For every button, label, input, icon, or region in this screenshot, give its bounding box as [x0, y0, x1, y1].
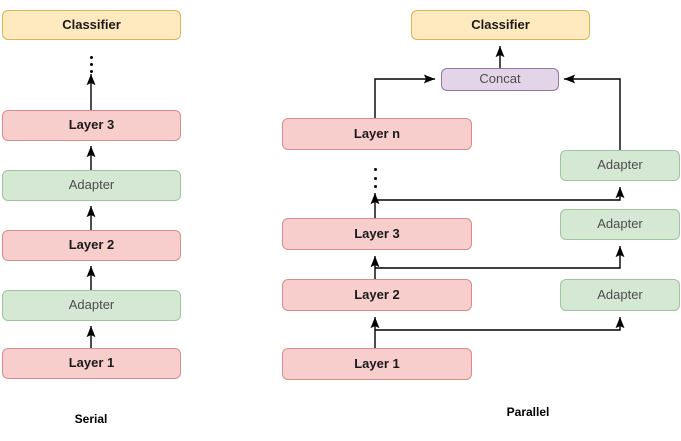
edge-parallel-layer1-adapter-bottom — [375, 317, 625, 331]
edge-parallel-adapter-concat — [564, 74, 621, 150]
serial-layer2-node[interactable]: Layer 2 — [2, 230, 181, 261]
serial-layer1-node[interactable]: Layer 1 — [2, 348, 181, 379]
parallel-layer2-node[interactable]: Layer 2 — [282, 279, 472, 311]
serial-adapter-bottom-node[interactable]: Adapter — [2, 290, 181, 321]
parallel-layern-node[interactable]: Layer n — [282, 118, 472, 150]
parallel-classifier-node[interactable]: Classifier — [411, 10, 590, 40]
edge-parallel-layern-concat — [374, 74, 435, 118]
serial-vertical-ellipsis — [89, 56, 94, 73]
serial-layer3-node[interactable]: Layer 3 — [2, 110, 181, 141]
parallel-caption: Parallel — [506, 405, 550, 419]
parallel-adapter-mid-node[interactable]: Adapter — [560, 209, 680, 240]
parallel-vertical-ellipsis — [373, 168, 378, 188]
parallel-adapter-top-node[interactable]: Adapter — [560, 150, 680, 181]
parallel-concat-node[interactable]: Concat — [441, 68, 559, 91]
edge-parallel-layer3-adapter-top — [375, 187, 625, 201]
serial-adapter-top-node[interactable]: Adapter — [2, 170, 181, 201]
serial-classifier-node[interactable]: Classifier — [2, 10, 181, 40]
serial-caption: Serial — [74, 412, 108, 426]
parallel-layer3-node[interactable]: Layer 3 — [282, 218, 472, 250]
parallel-adapter-bottom-node[interactable]: Adapter — [560, 279, 680, 311]
parallel-layer1-node[interactable]: Layer 1 — [282, 348, 472, 380]
